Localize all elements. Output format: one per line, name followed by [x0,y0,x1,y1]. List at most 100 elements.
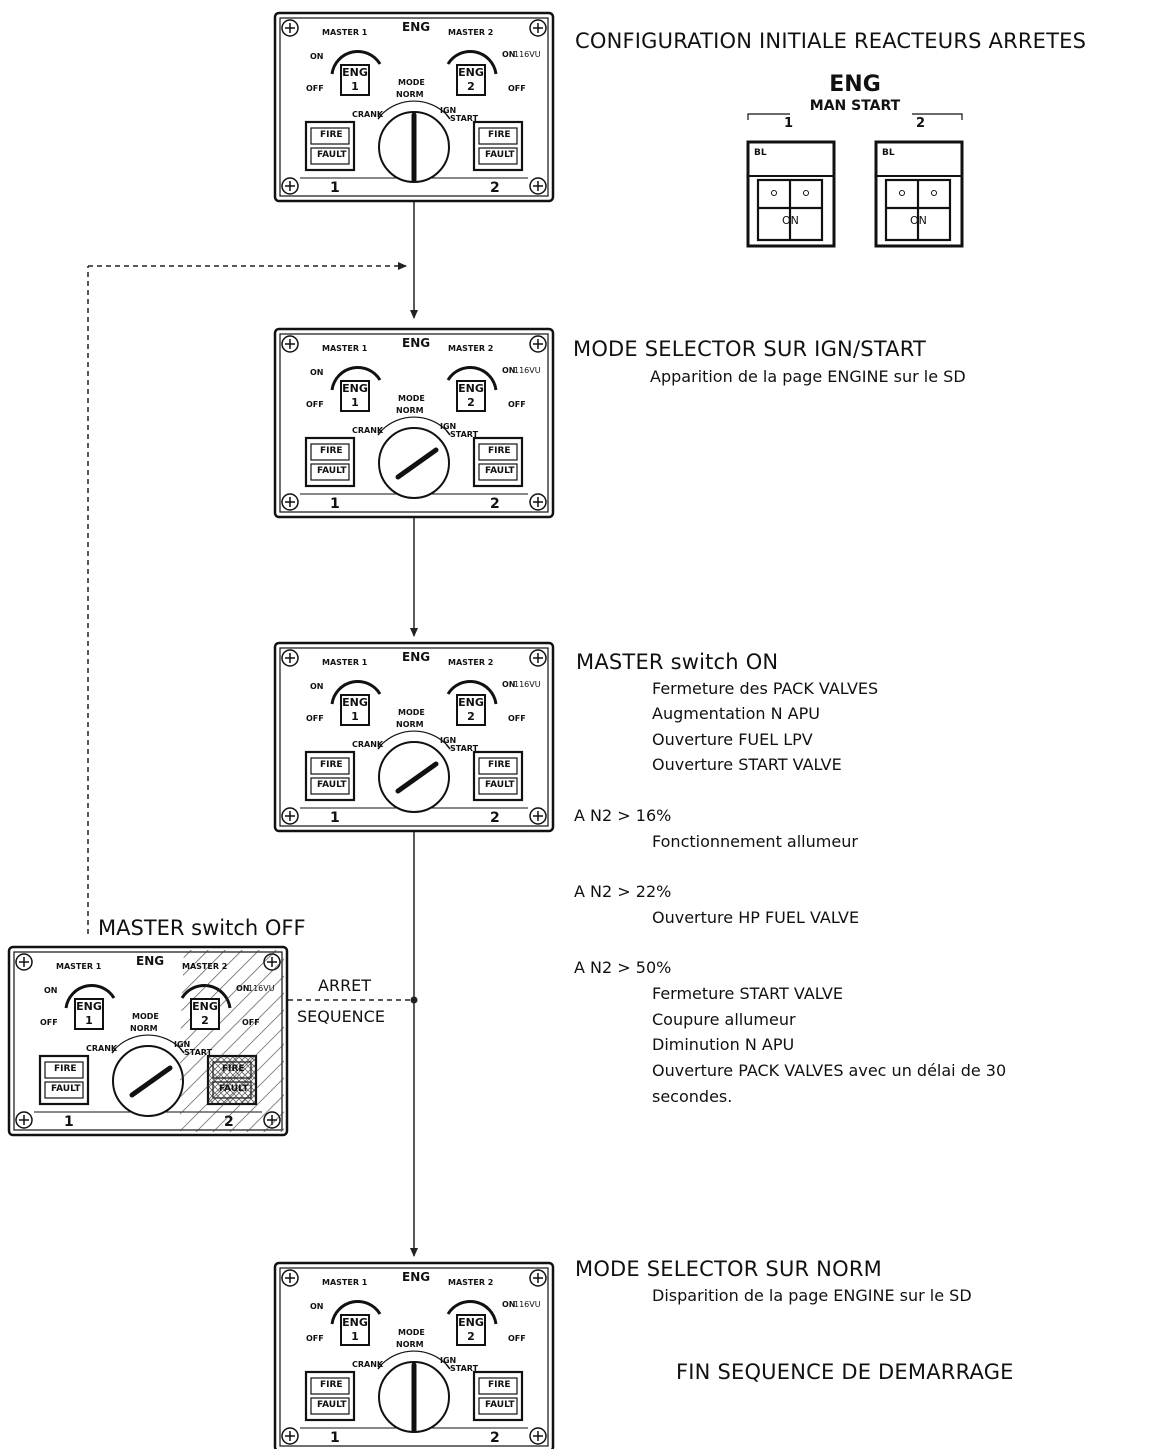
p5-master2-label: MASTER 2 [448,1278,494,1287]
n2-50-item-4: Ouverture PACK VALVES avec un délai de 3… [652,1061,1007,1080]
man-start-button-2 [874,140,964,248]
p5-ign-label: IGN [440,1356,457,1365]
knob-pointer-ign-3 [395,761,439,794]
p4-ign-label: IGN [174,1040,191,1049]
p5-panel-title: ENG [402,1270,431,1284]
p2-crank-label: CRANK [352,426,384,435]
p5-mode-label: MODE [398,1328,425,1337]
p2-fault-label-2: FAULT [485,466,515,476]
p4-off-label-2: OFF [242,1018,260,1027]
step3-item-1: Fermeture des PACK VALVES [652,679,879,698]
p4-number-2: 2 [224,1114,234,1130]
p5-norm-label: NORM [396,1340,424,1349]
p2-start-label: START [450,430,479,439]
p5-on-label-2: ON [502,1300,516,1309]
man-start-eng-label: ENG [829,72,881,97]
p3-mode-label: MODE [398,708,425,717]
knob-pointers [129,112,439,1433]
knob-pointer-ign-2 [395,447,439,480]
p5-on-label-1: ON [310,1302,324,1311]
p3-master1-label: MASTER 1 [322,658,368,667]
p1-panel-title: ENG [402,20,431,34]
p3-number-1: 1 [330,810,340,826]
eng-switch-label: ENG [458,382,484,395]
eng-switch-number: 1 [85,1014,93,1027]
p1-fire-label-1: FIRE [320,130,343,140]
p1-fault-label-2: FAULT [485,150,515,160]
man-start-bl-label-2: BL [882,148,895,158]
eng-panel-master-on [273,641,555,833]
man-start-on-label-1: ON [782,214,799,227]
p1-crank-label: CRANK [352,110,384,119]
step4-end-text: FIN SEQUENCE DE DEMARRAGE [676,1360,1014,1384]
step4-title: MODE SELECTOR SUR NORM [575,1257,882,1281]
step3-item-3: Ouverture FUEL LPV [652,730,813,749]
p4-fire-label-2: FIRE [222,1064,245,1074]
p2-panel-id: 116VU [514,366,541,375]
p4-on-label-2: ON [236,984,250,993]
p3-fault-label-1: FAULT [317,780,347,790]
p5-number-1: 1 [330,1430,340,1446]
p1-ign-label: IGN [440,106,457,115]
abort-arret-label: ARRET [318,976,372,995]
p3-panel-title: ENG [402,650,431,664]
man-start-title: MAN START [809,98,901,114]
hatched-engine2-area [180,950,284,1132]
abort-sequence-label: SEQUENCE [297,1007,385,1026]
p3-on-label-1: ON [310,682,324,691]
p1-number-1: 1 [330,180,340,196]
n2-50-item-2: Coupure allumeur [652,1010,796,1029]
n2-22-title: A N2 > 22% [574,882,672,901]
p2-master2-label: MASTER 2 [448,344,494,353]
n2-50-item-5: secondes. [652,1087,733,1106]
step1-title: CONFIGURATION INITIALE REACTEURS ARRETES [575,29,1087,53]
p3-off-label-1: OFF [306,714,324,723]
p5-number-2: 2 [490,1430,500,1446]
p4-norm-label: NORM [130,1024,158,1033]
man-start-number-2: 2 [916,116,926,131]
p3-ign-label: IGN [440,736,457,745]
p5-off-label-2: OFF [508,1334,526,1343]
p4-master2-label: MASTER 2 [182,962,228,971]
eng-switch-label: ENG [458,1316,484,1329]
p2-on-label-1: ON [310,368,324,377]
man-start-panel [746,113,964,248]
p3-norm-label: NORM [396,720,424,729]
p3-fire-label-2: FIRE [488,760,511,770]
n2-50-item-3: Diminution N APU [652,1035,795,1054]
eng-switch-label: ENG [342,382,368,395]
n2-16-item-1: Fonctionnement allumeur [652,832,858,851]
p2-panel-title: ENG [402,336,431,350]
man-start-number-1: 1 [784,116,794,131]
n2-50-item-1: Fermeture START VALVE [652,984,843,1003]
p4-panel-id: 116VU [248,984,275,993]
p5-crank-label: CRANK [352,1360,384,1369]
abort-title: MASTER switch OFF [98,916,306,940]
p1-panel-id: 116VU [514,50,541,59]
p4-on-label-1: ON [44,986,58,995]
man-start-button-1 [746,140,836,248]
knob-pointer-ign-4 [129,1065,173,1098]
p1-number-2: 2 [490,180,500,196]
eng-switch-label: ENG [342,696,368,709]
n2-50-title: A N2 > 50% [574,958,672,977]
eng-switch-label: ENG [342,1316,368,1329]
eng-switch-number: 2 [467,80,475,93]
eng-switch-number: 1 [351,1330,359,1343]
p4-panel-title: ENG [136,954,165,968]
p5-fault-label-1: FAULT [317,1400,347,1410]
p4-fault-label-2: FAULT [219,1084,249,1094]
p4-number-1: 1 [64,1114,74,1130]
n2-16-title: A N2 > 16% [574,806,672,825]
